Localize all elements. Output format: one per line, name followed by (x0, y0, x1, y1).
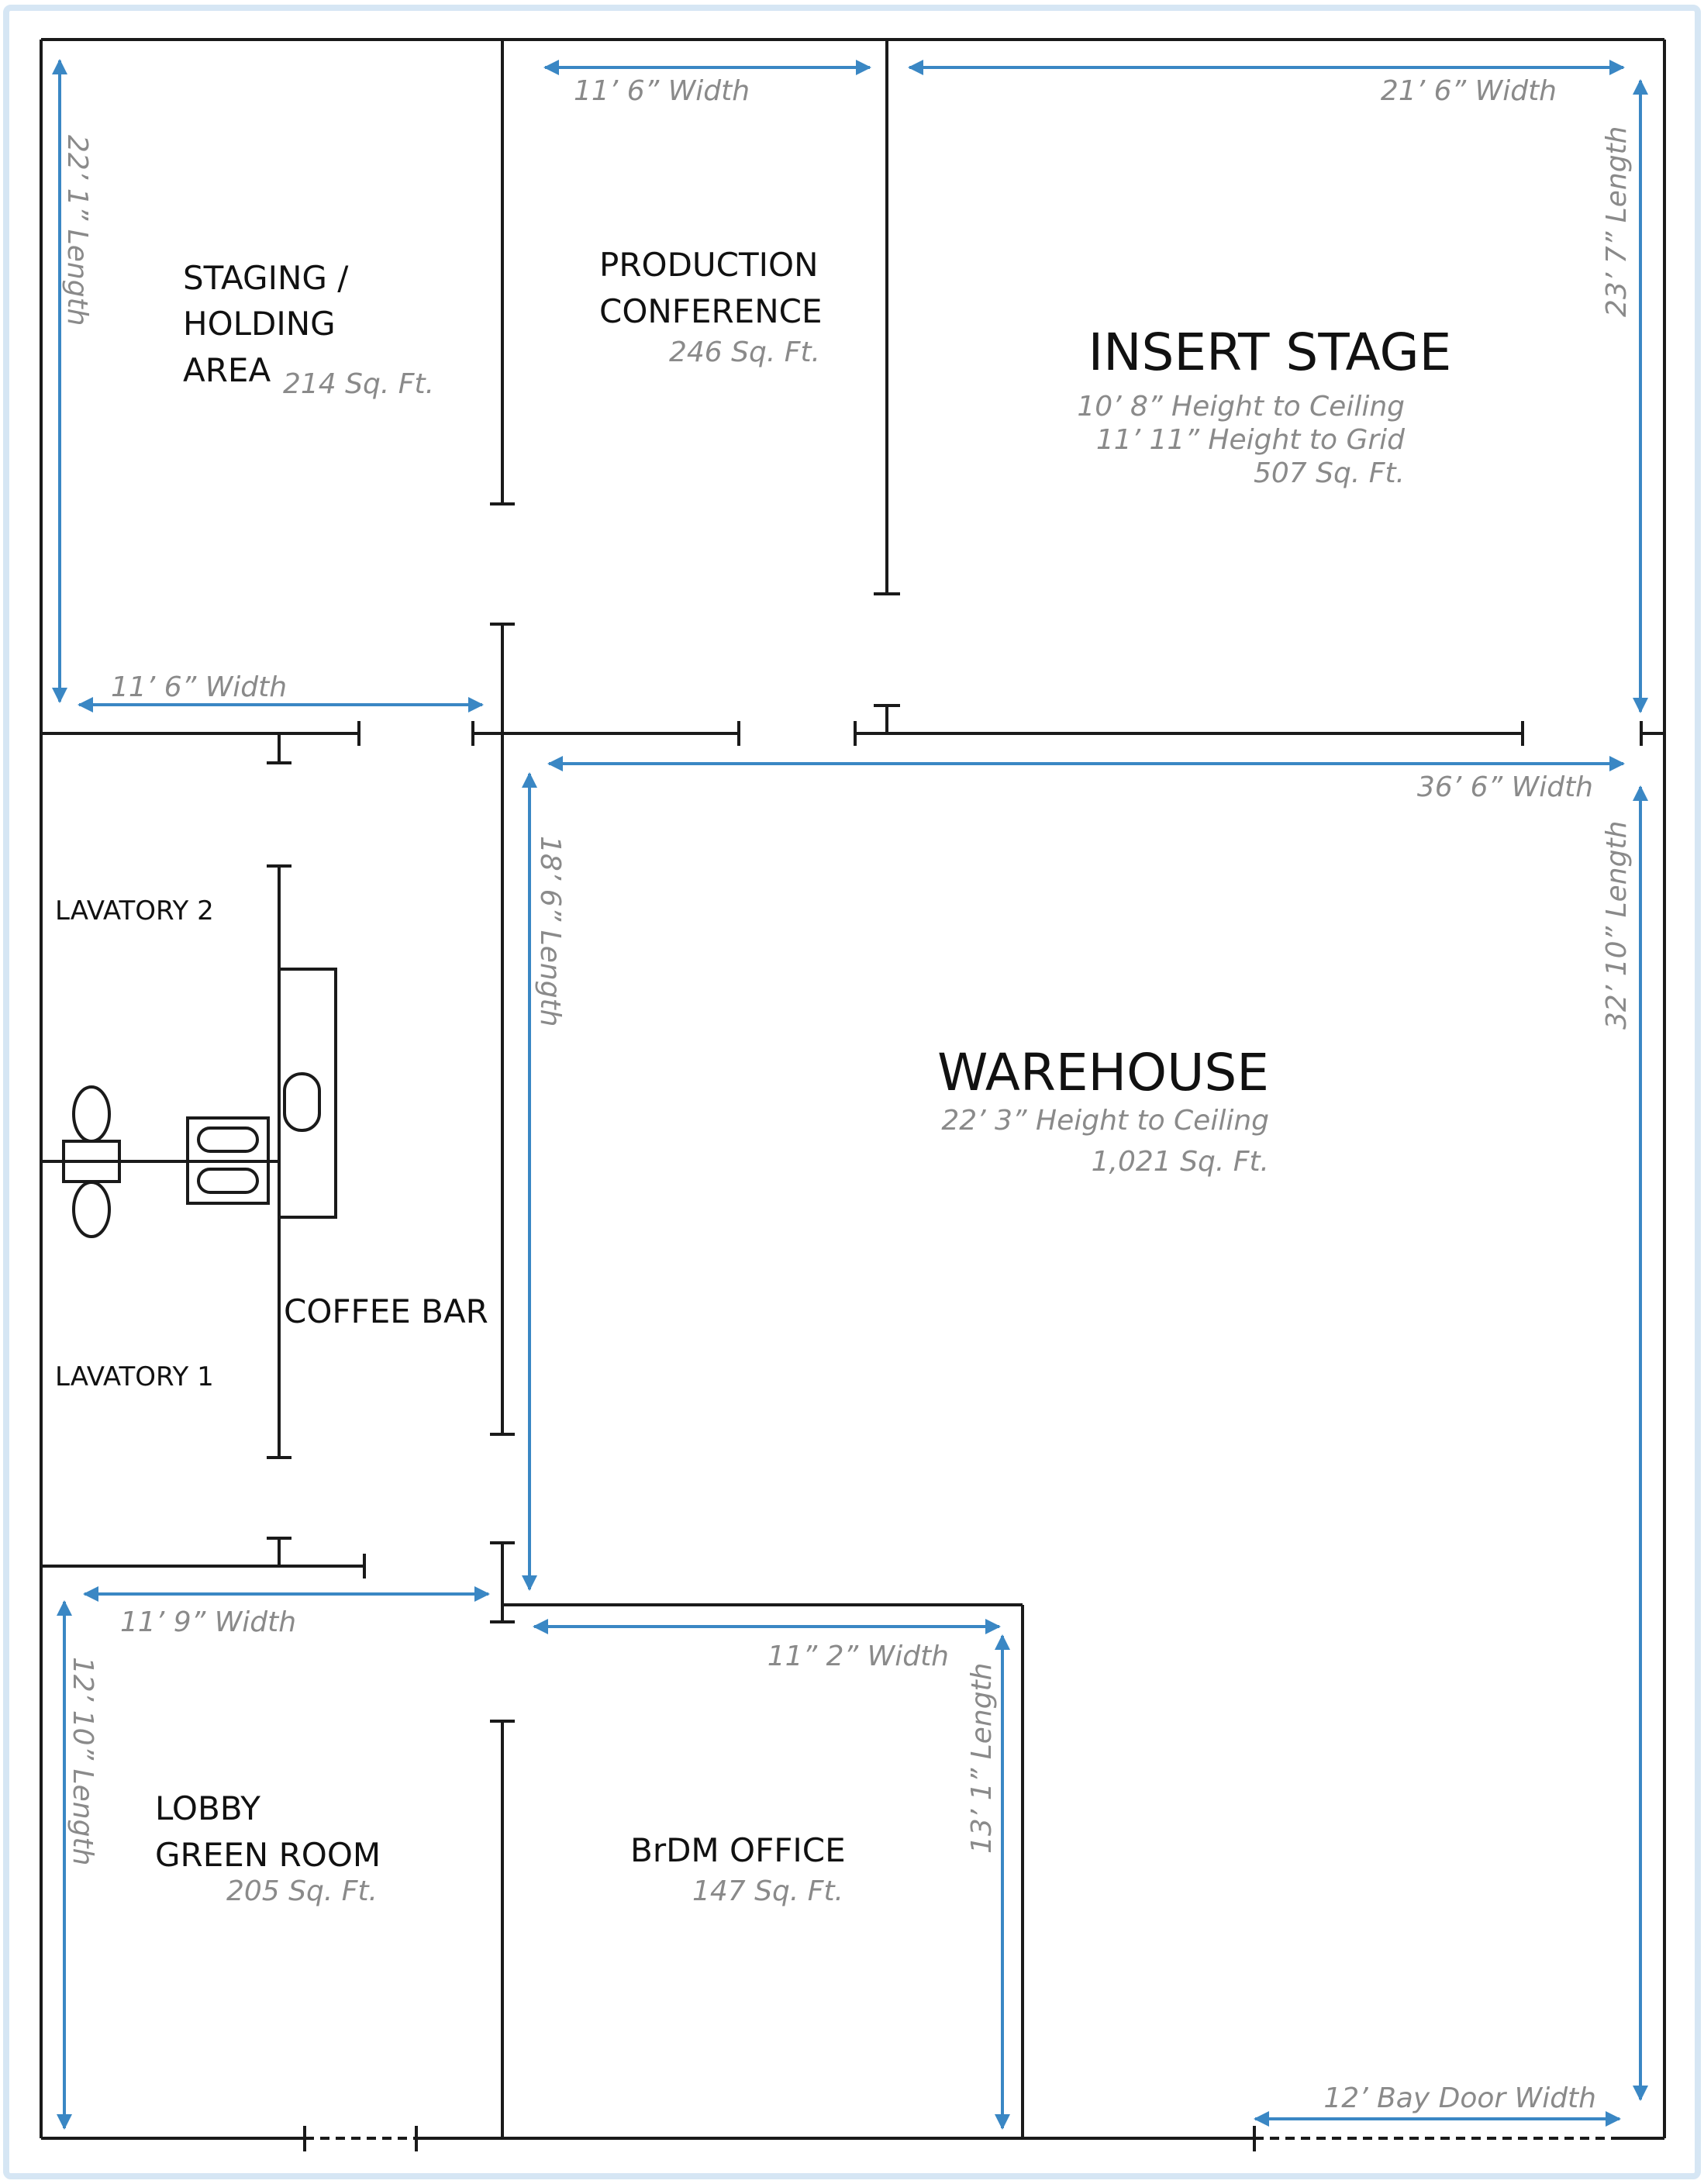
production-width-label: 11’ 6” Width (574, 75, 750, 107)
staging-label-line3: AREA (183, 351, 271, 389)
warehouse-ceiling: 22’ 3” Height to Ceiling (941, 1105, 1269, 1137)
production-area: 246 Sq. Ft. (669, 336, 820, 368)
toilet-tank (62, 1140, 121, 1183)
lobby-width-label: 11’ 9” Width (120, 1606, 296, 1638)
insert-stage-area: 507 Sq. Ft. (1254, 457, 1405, 489)
production-label-line1: PRODUCTION (599, 246, 819, 284)
office-label: BrDM OFFICE (630, 1831, 846, 1869)
insert-stage-label: INSERT STAGE (1088, 323, 1452, 382)
interior-walls (41, 40, 1664, 2138)
dimension-labels: 22’ 1” Length 11’ 6” Width 11’ 6” Width … (61, 75, 1633, 2114)
coffee-bar-label: COFFEE BAR (284, 1292, 488, 1330)
outer-walls (40, 38, 1666, 2151)
production-label-line2: CONFERENCE (599, 292, 823, 330)
coffee-bar-counter (278, 968, 337, 1219)
sink-basin-top (197, 1127, 259, 1153)
bay-door-label: 12’ Bay Door Width (1323, 2082, 1596, 2114)
lavatory-2-label: LAVATORY 2 (55, 895, 214, 926)
warehouse-label: WAREHOUSE (937, 1043, 1269, 1102)
insert-stage-grid: 11’ 11” Height to Grid (1096, 424, 1406, 456)
warehouse-width-label: 36’ 6” Width (1417, 771, 1593, 803)
toilet-bottom (72, 1181, 111, 1238)
lobby-area: 205 Sq. Ft. (226, 1875, 378, 1907)
coffee-bar-sink (283, 1072, 321, 1132)
staging-label-line1: STAGING / (183, 259, 349, 297)
staging-area: 214 Sq. Ft. (283, 368, 434, 400)
lobby-label-line2: GREEN ROOM (155, 1836, 381, 1874)
insert-width-label: 21’ 6” Width (1381, 75, 1557, 107)
corridor-length-label: 18’ 6” Length (534, 836, 566, 1027)
lobby-length-label: 12’ 10” Length (67, 1657, 98, 1865)
office-width-label: 11” 2” Width (767, 1641, 949, 1672)
page-frame (3, 5, 1701, 2179)
toilet-top (72, 1085, 111, 1143)
staging-length-label: 22’ 1” Length (61, 135, 93, 326)
lavatory-sinks (186, 1116, 270, 1205)
staging-label-line2: HOLDING (183, 305, 336, 343)
sink-basin-bottom (197, 1168, 259, 1194)
office-area: 147 Sq. Ft. (692, 1875, 843, 1907)
warehouse-area: 1,021 Sq. Ft. (1092, 1146, 1269, 1178)
dimension-lines (52, 59, 1648, 2130)
insert-length-label: 23’ 7” Length (1601, 126, 1633, 318)
room-labels: STAGING / HOLDING AREA 214 Sq. Ft. PRODU… (55, 246, 1451, 1907)
warehouse-length-label: 32’ 10” Length (1601, 821, 1633, 1030)
fixtures (41, 968, 337, 1238)
staging-width-label: 11’ 6” Width (111, 671, 287, 703)
lobby-label-line1: LOBBY (155, 1789, 260, 1827)
office-length-label: 13’ 1” Length (966, 1663, 998, 1855)
insert-stage-ceiling: 10’ 8” Height to Ceiling (1077, 391, 1405, 423)
lavatory-1-label: LAVATORY 1 (55, 1361, 214, 1392)
